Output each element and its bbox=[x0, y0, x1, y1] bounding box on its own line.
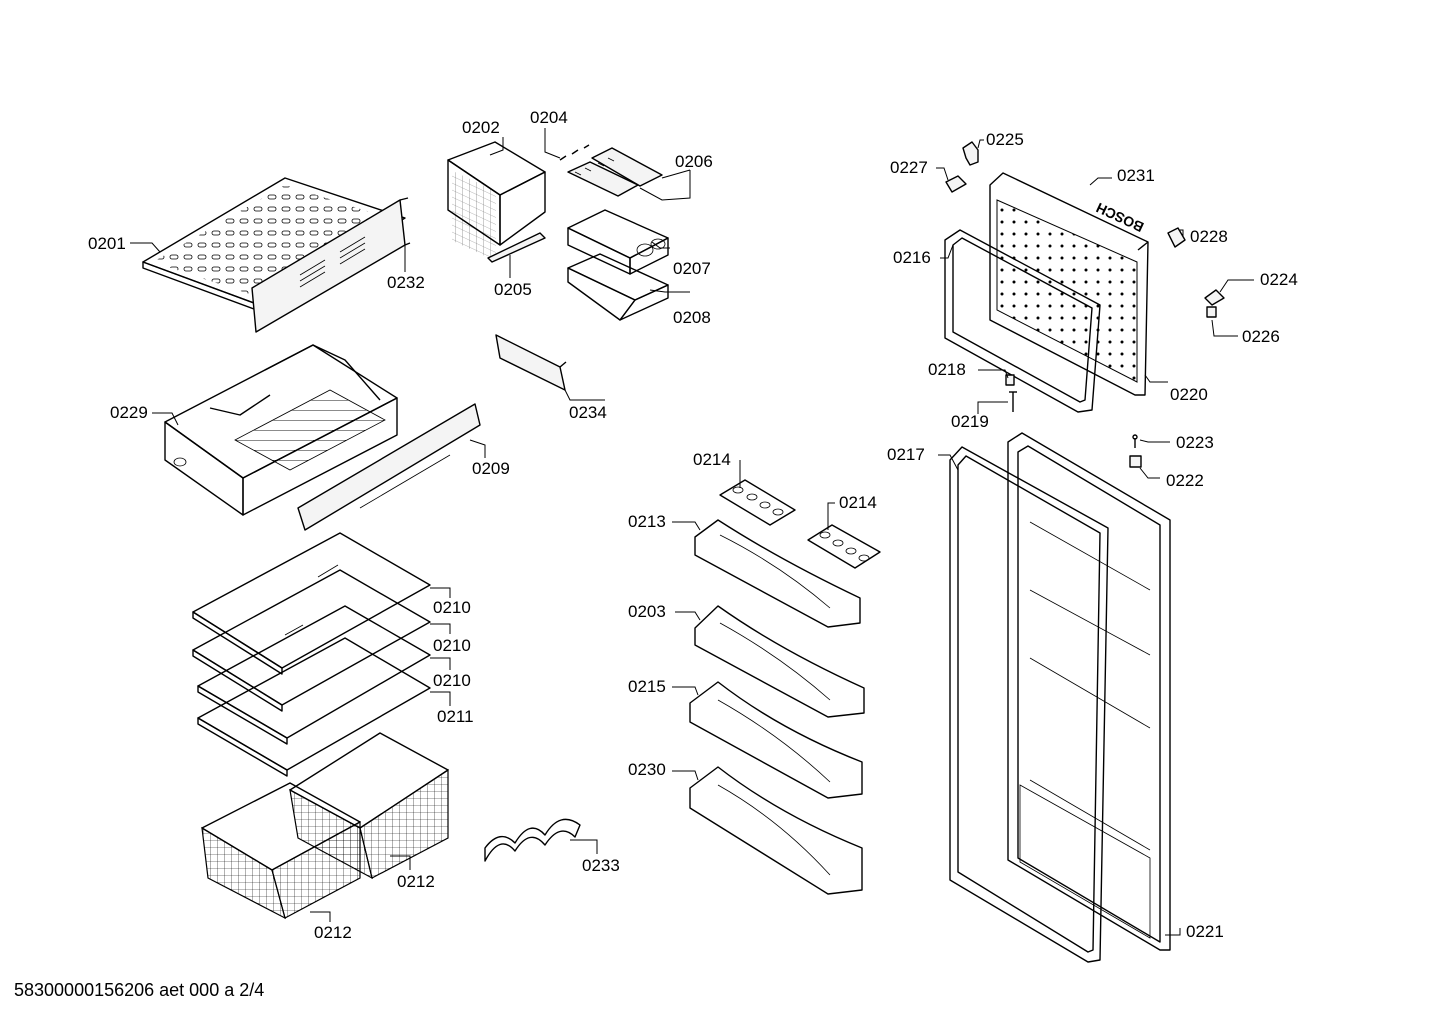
part-label-0218: 0218 bbox=[928, 360, 966, 379]
bottle-rack-part bbox=[484, 818, 581, 862]
part-label-0219: 0219 bbox=[951, 412, 989, 431]
part-label-0201: 0201 bbox=[88, 234, 126, 253]
part-label-0222: 0222 bbox=[1166, 471, 1204, 490]
part-label-0230: 0230 bbox=[628, 760, 666, 779]
part-label-0229: 0229 bbox=[110, 403, 148, 422]
freezer-drawer-part bbox=[164, 344, 398, 516]
part-labels: 0201 0202 0203 0204 0205 0206 0207 0208 … bbox=[88, 108, 1298, 942]
part-label-0220: 0220 bbox=[1170, 385, 1208, 404]
cover-piece-part bbox=[1206, 306, 1217, 318]
egg-tray-part bbox=[807, 524, 881, 569]
fridge-door-part bbox=[1007, 432, 1171, 951]
bushing-part bbox=[1129, 455, 1142, 468]
door-shelf-part bbox=[694, 605, 865, 718]
part-label-0231: 0231 bbox=[1117, 166, 1155, 185]
cover-cap-part bbox=[1204, 289, 1225, 306]
part-label-0224: 0224 bbox=[1260, 270, 1298, 289]
part-label-0232: 0232 bbox=[387, 273, 425, 292]
part-label-0209: 0209 bbox=[472, 459, 510, 478]
part-label-0233: 0233 bbox=[582, 856, 620, 875]
part-label-0207: 0207 bbox=[673, 259, 711, 278]
part-label-0212: 0212 bbox=[397, 872, 435, 891]
ice-tray-part bbox=[567, 147, 663, 197]
part-label-0204: 0204 bbox=[530, 108, 568, 127]
vegetable-bin-part bbox=[201, 782, 361, 920]
part-label-0217: 0217 bbox=[887, 445, 925, 464]
glass-shelf-part bbox=[197, 637, 431, 777]
part-label-0215: 0215 bbox=[628, 677, 666, 696]
small-screws-part bbox=[559, 144, 590, 161]
part-label-0210: 0210 bbox=[433, 636, 471, 655]
ice-container-part bbox=[567, 209, 669, 275]
divider-plate-part bbox=[495, 334, 567, 391]
door-shelf-part bbox=[694, 519, 861, 628]
glass-shelf-part bbox=[192, 532, 431, 675]
part-label-0226: 0226 bbox=[1242, 327, 1280, 346]
hinge-cap-part bbox=[1167, 227, 1186, 248]
part-label-0228: 0228 bbox=[1190, 227, 1228, 246]
fridge-gasket-part bbox=[949, 446, 1109, 963]
part-label-0208: 0208 bbox=[673, 308, 711, 327]
part-label-0210: 0210 bbox=[433, 671, 471, 690]
part-label-0205: 0205 bbox=[494, 280, 532, 299]
part-label-0213: 0213 bbox=[628, 512, 666, 531]
part-label-0214: 0214 bbox=[693, 450, 731, 469]
part-label-0211: 0211 bbox=[437, 707, 474, 726]
part-label-0223: 0223 bbox=[1176, 433, 1214, 452]
screw-part bbox=[1132, 434, 1138, 448]
part-label-0227: 0227 bbox=[890, 158, 928, 177]
cover-strip-part bbox=[487, 232, 546, 263]
egg-tray-part bbox=[719, 479, 796, 526]
part-label-0221: 0221 bbox=[1186, 922, 1224, 941]
part-label-0216: 0216 bbox=[893, 248, 931, 267]
part-label-0234: 0234 bbox=[569, 403, 607, 422]
brand-logo: BOSCH bbox=[1094, 200, 1147, 236]
part-label-0210: 0210 bbox=[433, 598, 471, 617]
hinge-cover-part bbox=[945, 175, 967, 193]
diagram-code: 58300000156206 aet 000 a 2/4 bbox=[14, 980, 265, 1000]
door-shelf-part bbox=[689, 681, 863, 799]
screw-part bbox=[1009, 391, 1017, 412]
bushing-part bbox=[1005, 374, 1015, 386]
hinge-part bbox=[962, 141, 979, 166]
ice-tray-holder-part bbox=[567, 253, 669, 321]
glass-shelf-part bbox=[197, 605, 431, 745]
part-label-0202: 0202 bbox=[462, 118, 500, 137]
freezer-gasket-part bbox=[944, 229, 1101, 413]
glass-shelf-part bbox=[192, 569, 431, 712]
drawer-rail-part bbox=[297, 403, 481, 531]
part-label-0214: 0214 bbox=[839, 493, 877, 512]
part-label-0203: 0203 bbox=[628, 602, 666, 621]
part-label-0206: 0206 bbox=[675, 152, 713, 171]
door-shelf-part bbox=[689, 766, 863, 895]
leader-lines bbox=[130, 128, 1254, 936]
part-label-0225: 0225 bbox=[986, 130, 1024, 149]
freezer-door-part: BOSCH bbox=[989, 172, 1149, 396]
part-label-0212: 0212 bbox=[314, 923, 352, 942]
ice-basket-part bbox=[447, 141, 546, 262]
